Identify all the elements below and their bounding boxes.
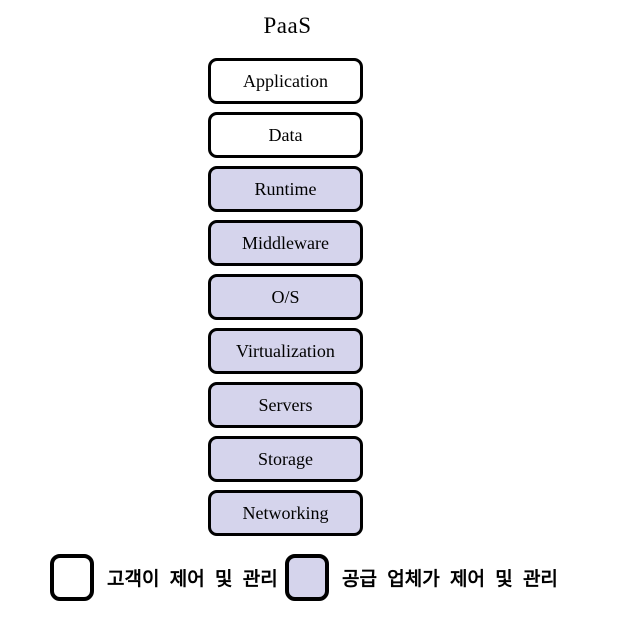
stack-box-label: Runtime xyxy=(254,178,317,199)
stack-box-label: Networking xyxy=(242,502,329,523)
stack-box-label: Data xyxy=(268,124,303,145)
legend-swatch-vendor xyxy=(285,554,329,601)
stack-box-label: Middleware xyxy=(242,232,329,253)
diagram-title: PaaS xyxy=(263,13,312,38)
stack-box-virtualization: Virtualization xyxy=(208,328,363,374)
stack-box-label: O/S xyxy=(271,286,300,307)
stack-box-label: Storage xyxy=(258,448,313,469)
legend-label-vendor: 공급 업체가 제어 및 관리 xyxy=(342,569,558,590)
legend-swatch-customer xyxy=(50,554,94,601)
legend: 고객이 제어 및 관리 공급 업체가 제어 및 관리 xyxy=(0,548,632,610)
stack-box-middleware: Middleware xyxy=(208,220,363,266)
stack-box-networking: Networking xyxy=(208,490,363,536)
paas-stack: Application Data Runtime Middleware O/S … xyxy=(208,58,363,536)
stack-box-application: Application xyxy=(208,58,363,104)
legend-item-customer: 고객이 제어 및 관리 xyxy=(50,554,278,601)
stack-box-label: Virtualization xyxy=(236,340,335,361)
stack-box-label: Application xyxy=(243,70,328,91)
stack-box-data: Data xyxy=(208,112,363,158)
stack-box-servers: Servers xyxy=(208,382,363,428)
legend-label-customer: 고객이 제어 및 관리 xyxy=(107,569,278,590)
stack-box-storage: Storage xyxy=(208,436,363,482)
stack-box-os: O/S xyxy=(208,274,363,320)
stack-box-label: Servers xyxy=(258,394,313,415)
stack-box-runtime: Runtime xyxy=(208,166,363,212)
legend-item-vendor: 공급 업체가 제어 및 관리 xyxy=(285,554,558,601)
